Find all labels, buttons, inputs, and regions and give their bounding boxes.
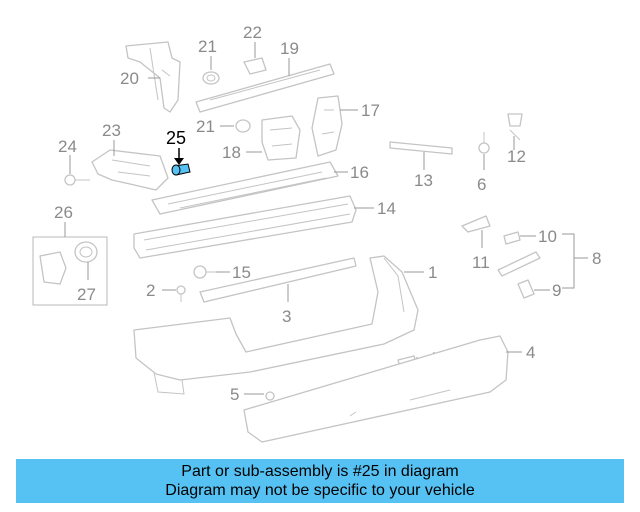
part-20-bracket <box>125 41 181 113</box>
callout-10: 10 <box>538 227 557 246</box>
part-info-banner: Part or sub-assembly is #25 in diagram D… <box>16 459 624 503</box>
callout-16: 16 <box>350 163 369 182</box>
callout-1: 1 <box>428 263 437 282</box>
callout-24: 24 <box>58 137 77 156</box>
part-1-bumper-cover <box>133 255 419 395</box>
part-12-clip <box>507 113 523 141</box>
callout-18: 18 <box>222 143 241 162</box>
callout-13: 13 <box>414 171 433 190</box>
callout-4: 4 <box>526 343 535 362</box>
callout-3: 3 <box>282 307 291 326</box>
part-8-reflector <box>497 251 541 277</box>
callout-20: 20 <box>120 69 139 88</box>
callout-19: 19 <box>280 39 299 58</box>
callout-23: 23 <box>102 121 121 140</box>
callout-21-top: 21 <box>198 37 217 56</box>
callout-6: 6 <box>477 175 486 194</box>
part-14-reinforcement <box>133 195 357 259</box>
part-11-bracket <box>461 215 491 233</box>
part-21-grommet-top <box>202 71 220 85</box>
part-15-bolt <box>193 265 216 279</box>
part-9-clip <box>517 279 535 299</box>
part-2-bolt <box>176 285 186 302</box>
callout-2: 2 <box>146 281 155 300</box>
part-25-highlighted[interactable] <box>171 163 191 176</box>
part-6-bolt <box>478 132 490 154</box>
part-5-bolt <box>265 391 275 401</box>
callout-5: 5 <box>230 385 239 404</box>
part-21-grommet-mid <box>235 119 251 133</box>
callout-9: 9 <box>552 281 561 300</box>
part-19-strip <box>195 63 335 113</box>
part-18-bracket <box>261 115 301 161</box>
callout-12: 12 <box>507 147 526 166</box>
callout-26: 26 <box>54 203 73 222</box>
part-4-valance <box>243 335 509 443</box>
part-24-bolt <box>64 174 90 186</box>
callout-14: 14 <box>377 199 396 218</box>
callout-8: 8 <box>592 249 601 268</box>
callout-21-mid: 21 <box>196 117 215 136</box>
callout-17: 17 <box>361 101 380 120</box>
callout-25: 25 <box>166 128 186 148</box>
part-16-absorber <box>151 161 339 215</box>
part-13-strip <box>389 141 453 155</box>
callout-11: 11 <box>472 253 490 272</box>
part-22-clip <box>243 57 267 75</box>
part-10-bracket <box>503 231 521 245</box>
part-26-sensor-group <box>32 236 108 306</box>
callout-27: 27 <box>77 285 96 304</box>
parts-diagram: 20 21 22 19 21 18 17 23 <box>32 23 601 443</box>
part-17-bracket <box>311 95 343 157</box>
callout-22: 22 <box>243 23 262 42</box>
callout-15: 15 <box>232 263 251 282</box>
banner-line-part: Part or sub-assembly is #25 in diagram <box>181 463 459 480</box>
part-3-step-pad <box>199 257 357 303</box>
banner-line-disclaimer: Diagram may not be specific to your vehi… <box>165 482 475 499</box>
part-23-bracket <box>91 149 169 191</box>
